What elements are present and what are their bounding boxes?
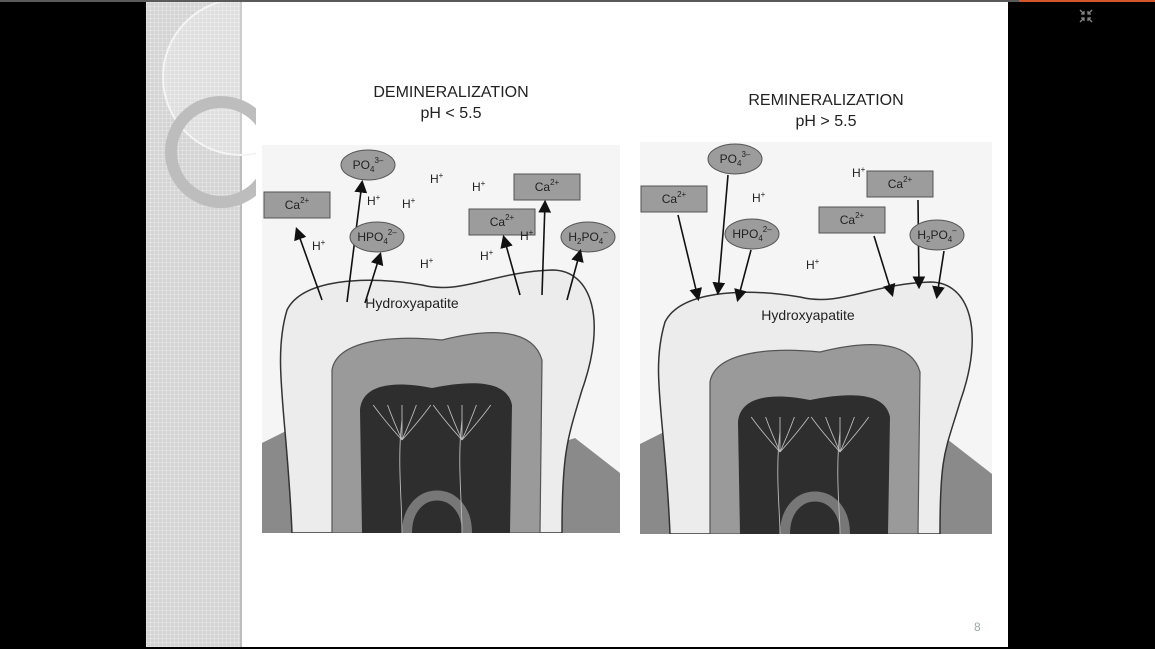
ion-shape (707, 143, 763, 175)
nerve-twig (839, 416, 855, 453)
nerve-twig (387, 404, 403, 441)
root-canal-arch (780, 491, 850, 534)
hydrogen-ion: H+ (752, 190, 766, 205)
ion-flow-arrow (677, 214, 702, 302)
ion-shape (724, 218, 780, 250)
phosphate-ion-oval: H2PO4– (909, 219, 965, 251)
ion-label: Ca2+ (535, 178, 560, 194)
ion-label: PO43– (353, 156, 384, 174)
calcium-ion-box: Ca2+ (263, 191, 331, 219)
ion-flow-arrow (734, 249, 752, 303)
nerve-twig (765, 416, 781, 453)
exit-fullscreen-button[interactable] (1078, 8, 1094, 24)
hydrogen-ion: H+ (480, 248, 494, 263)
phosphate-ion-oval: H2PO4– (560, 221, 616, 253)
hydroxyapatite-label: Hydroxyapatite (761, 307, 855, 323)
pulp (360, 383, 512, 533)
ion-label: H2PO4– (568, 228, 608, 246)
decorative-circles (162, 2, 256, 208)
ion-label: Ca2+ (840, 211, 865, 227)
demineralization-diagram: Hydroxyapatite Ca2+ PO43– HPO42– Ca2+ Ca2+ H2P… (262, 145, 620, 533)
phosphate-ion-oval: PO43– (707, 143, 763, 175)
presentation-slide: DEMINERALIZATION pH < 5.5 REMINERALIZATI… (146, 2, 1008, 647)
ion-flow-arrow (294, 226, 323, 301)
hydrogen-ion: H+ (312, 238, 326, 253)
nerve-twig (447, 404, 463, 441)
remineralization-diagram: Hydroxyapatite Ca2+ PO43– HPO42– Ca2+ Ca2+ H2P… (640, 142, 992, 534)
ion-flow-arrow (538, 199, 552, 296)
calcium-ion-box: Ca2+ (818, 206, 886, 234)
nerve-twig (461, 404, 477, 441)
ion-label: H2PO4– (917, 226, 957, 244)
ion-flow-arrow (932, 250, 945, 300)
progress-accent-bar (1019, 0, 1155, 2)
calcium-ion-box: Ca2+ (640, 185, 708, 213)
hydrogen-ion: H+ (430, 171, 444, 186)
ion-shape (818, 206, 886, 234)
phosphate-ion-oval: HPO42– (724, 218, 780, 250)
window-top-border (0, 0, 1155, 2)
calcium-ion-box: Ca2+ (866, 170, 934, 198)
panel-title: REMINERALIZATION (748, 92, 904, 109)
nerve (459, 419, 463, 533)
nerve-twig (461, 404, 492, 441)
nerve (837, 431, 841, 534)
ion-flow-arrow (712, 174, 729, 296)
hydrogen-ion: H+ (472, 179, 486, 194)
ion-shape (866, 170, 934, 198)
pulp (738, 395, 890, 534)
panel-ph: pH < 5.5 (420, 105, 482, 122)
hydrogen-ion: H+ (520, 228, 534, 243)
nerve-twig (779, 416, 795, 453)
ion-shape (640, 185, 708, 213)
hydrogen-ion: H+ (806, 257, 820, 272)
ion-shape (513, 173, 581, 201)
nerve-twig (750, 416, 781, 453)
remineralization-heading: REMINERALIZATION pH > 5.5 (711, 90, 941, 132)
ion-shape (909, 219, 965, 251)
ion-flow-arrow (873, 235, 896, 298)
ion-label: PO43– (720, 150, 751, 168)
phosphate-ion-oval: HPO42– (349, 221, 405, 253)
panel-title: DEMINERALIZATION (373, 84, 529, 101)
calcium-ion-box: Ca2+ (513, 173, 581, 201)
root-canal-arch (402, 490, 472, 533)
ion-shape (263, 191, 331, 219)
hydrogen-ion: H+ (420, 256, 434, 271)
phosphate-ion-oval: PO43– (340, 149, 396, 181)
nerve (777, 431, 781, 534)
ion-shape (560, 221, 616, 253)
nerve-twig (401, 404, 432, 441)
ion-shape (468, 208, 536, 236)
exit-fullscreen-icon (1079, 9, 1093, 23)
ion-label: HPO42– (732, 225, 772, 243)
slide-page-number: 8 (974, 620, 981, 634)
nerve-twig (825, 416, 841, 453)
ion-label: Ca2+ (662, 190, 687, 206)
nerve-twig (810, 416, 841, 453)
ion-label: Ca2+ (888, 175, 913, 191)
ion-flow-arrow (364, 251, 384, 304)
ion-label: Ca2+ (490, 213, 515, 229)
hydroxyapatite-label: Hydroxyapatite (365, 295, 459, 311)
ion-flow-arrow (566, 248, 584, 301)
hydrogen-ion: H+ (367, 193, 381, 208)
ion-label: Ca2+ (285, 196, 310, 212)
nerve-twig (372, 404, 403, 441)
nerve-twig (779, 416, 810, 453)
nerve-twig (839, 416, 870, 453)
demineralization-heading: DEMINERALIZATION pH < 5.5 (336, 82, 566, 124)
nerve-branches (750, 416, 870, 534)
ion-label: HPO42– (357, 228, 397, 246)
nerve-branches (372, 404, 492, 533)
ion-shape (340, 149, 396, 181)
ion-flow-arrow (500, 234, 521, 296)
nerve-twig (432, 404, 463, 441)
panel-ph: pH > 5.5 (795, 113, 857, 130)
nerve-twig (401, 404, 417, 441)
hydrogen-ion: H+ (852, 165, 866, 180)
calcium-ion-box: Ca2+ (468, 208, 536, 236)
hydrogen-ion: H+ (402, 196, 416, 211)
nerve (399, 419, 403, 533)
